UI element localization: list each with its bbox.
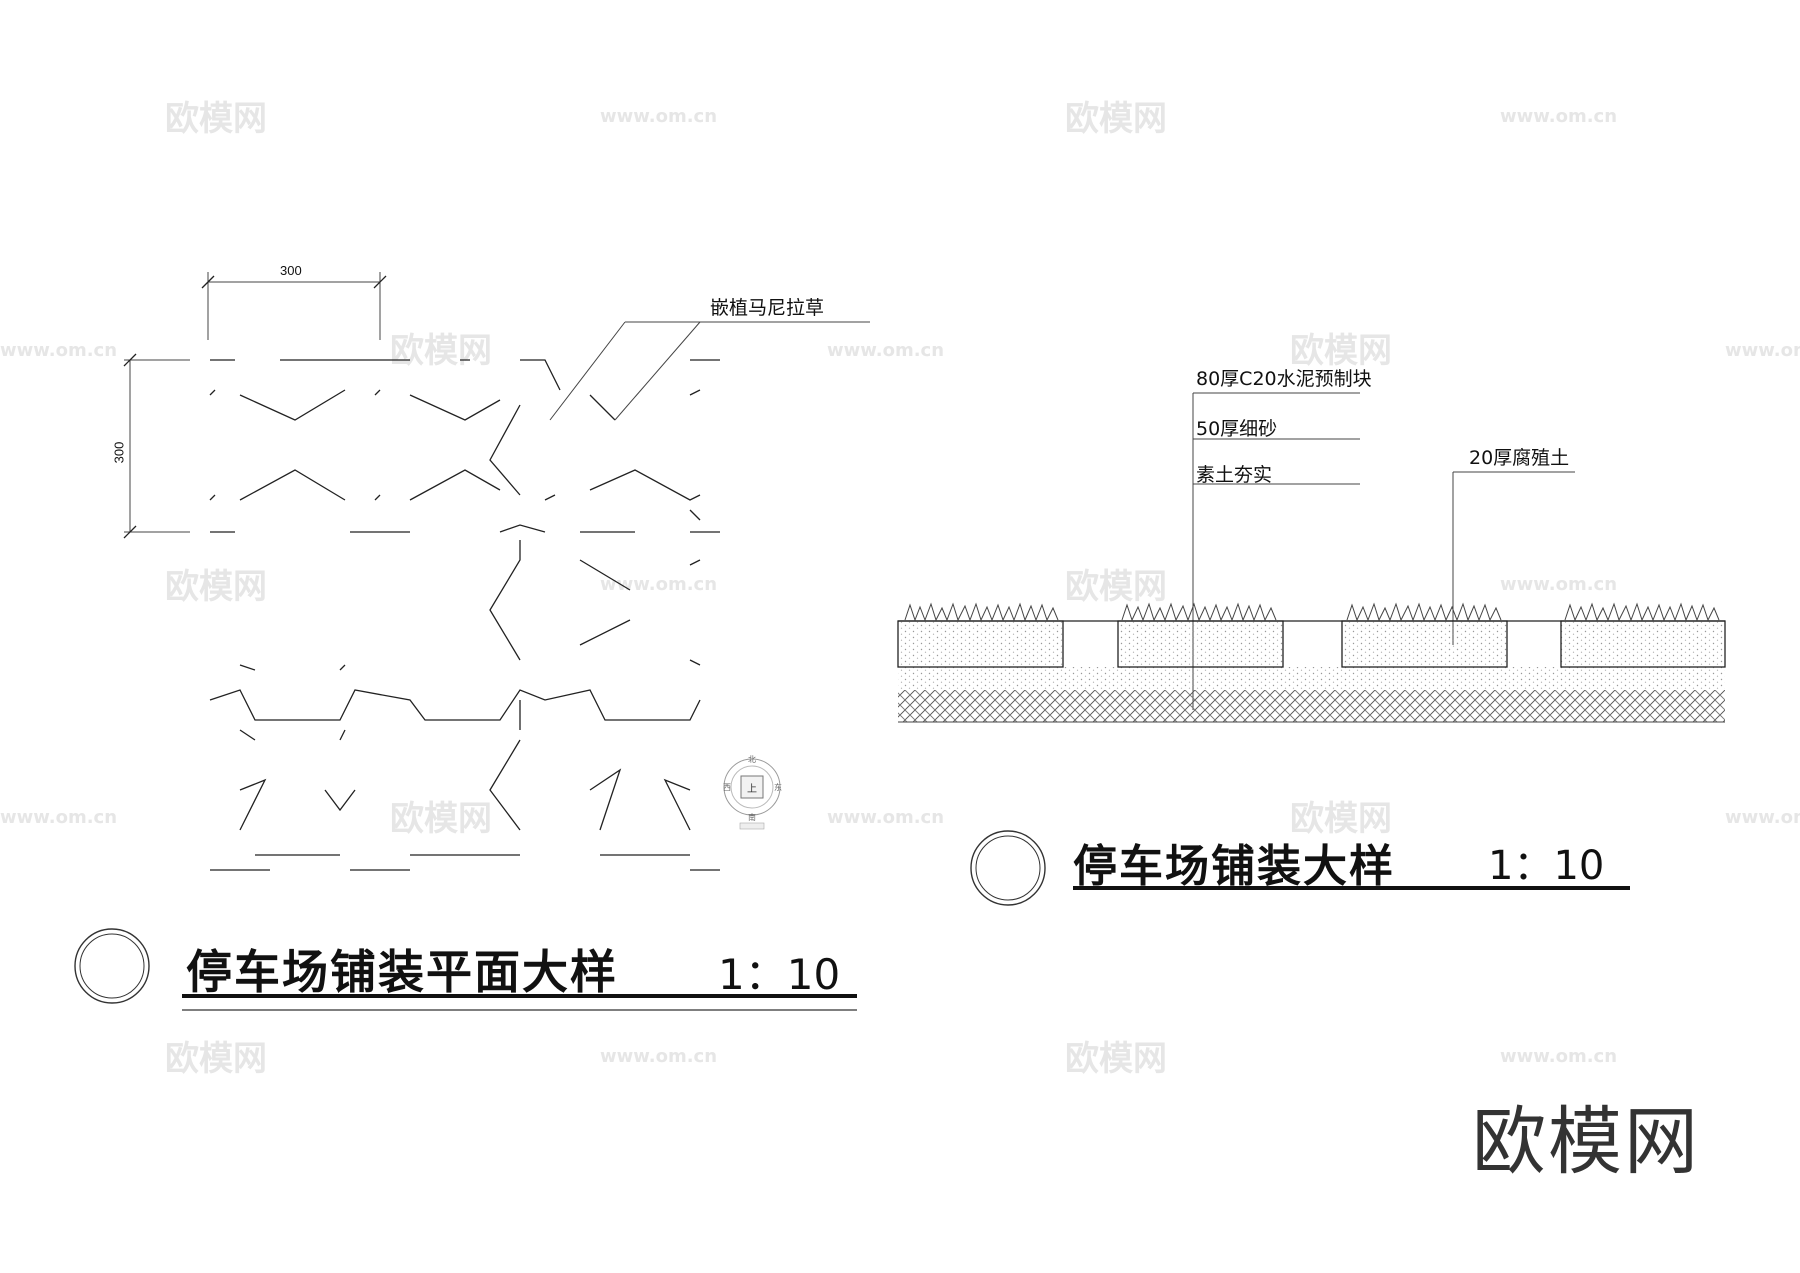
watermark-brand: 欧模网 [1290,331,1392,371]
section-scale: 1：10 [1488,843,1605,889]
watermark-brand: 欧模网 [390,799,492,839]
plan-scale: 1：10 [718,950,841,999]
watermark-brand: 欧模网 [165,99,267,139]
watermark-brand: 欧模网 [1065,567,1167,607]
watermark-url: www.om.cn [0,807,117,828]
watermark-url: www.om.cn [1500,106,1617,127]
section-title: 停车场铺装大样 [1073,841,1395,892]
watermark-url: www.om.cn [827,807,944,828]
watermark-brand: 欧模网 [1065,99,1167,139]
layer-label-soil: 素土夯实 [1196,464,1273,486]
watermark-url: www.om.cn [827,340,944,361]
section-title-symbol [970,830,1630,906]
watermark-url: www.om.cn [1500,1046,1617,1067]
watermark-url: www.om.cn [600,1046,717,1067]
plan-dimension-height: 300 [111,441,127,464]
watermark-url: www.om.cn [600,574,717,595]
compass-north: 北 [748,755,756,764]
humus-label: 20厚腐殖土 [1469,447,1570,469]
compass-south: 南 [748,812,756,822]
plan-dimension-width: 300 [280,263,302,278]
compass-east: 东 [774,782,782,792]
compass-west: 西 [723,783,731,792]
watermark-brand: 欧模网 [1290,799,1392,839]
watermark-url: www.om.cn [600,106,717,127]
plan-title-symbol [74,928,857,1011]
watermark-url: www.om.cn [1500,574,1617,595]
plan-title: 停车场铺装平面大样 [186,945,618,999]
layer-label-concrete: 80厚C20水泥预制块 [1196,368,1372,390]
watermark-layer: 欧模网 www.om.cn 欧模网 www.om.cn www.om.cn 欧模… [0,99,1800,1079]
compass-center: 上 [747,783,757,795]
watermark-brand: 欧模网 [1065,1039,1167,1079]
watermark-brand: 欧模网 [165,567,267,607]
compass-rose: 北 南 东 西 上 [723,755,782,830]
layer-label-sand: 50厚细砂 [1196,418,1278,440]
watermark-brand: 欧模网 [165,1039,267,1079]
grass-paver-plan [209,321,870,871]
watermark-url: www.om.cn [0,340,117,361]
grass-label: 嵌植马尼拉草 [710,297,825,319]
brand-watermark: 欧模网 [1472,1099,1700,1185]
watermark-url: www.om.cn [1725,807,1800,828]
section-layers [897,602,1726,723]
plan-dimension-lines [123,272,387,539]
watermark-brand: 欧模网 [390,331,492,371]
watermark-url: www.om.cn [1725,340,1800,361]
